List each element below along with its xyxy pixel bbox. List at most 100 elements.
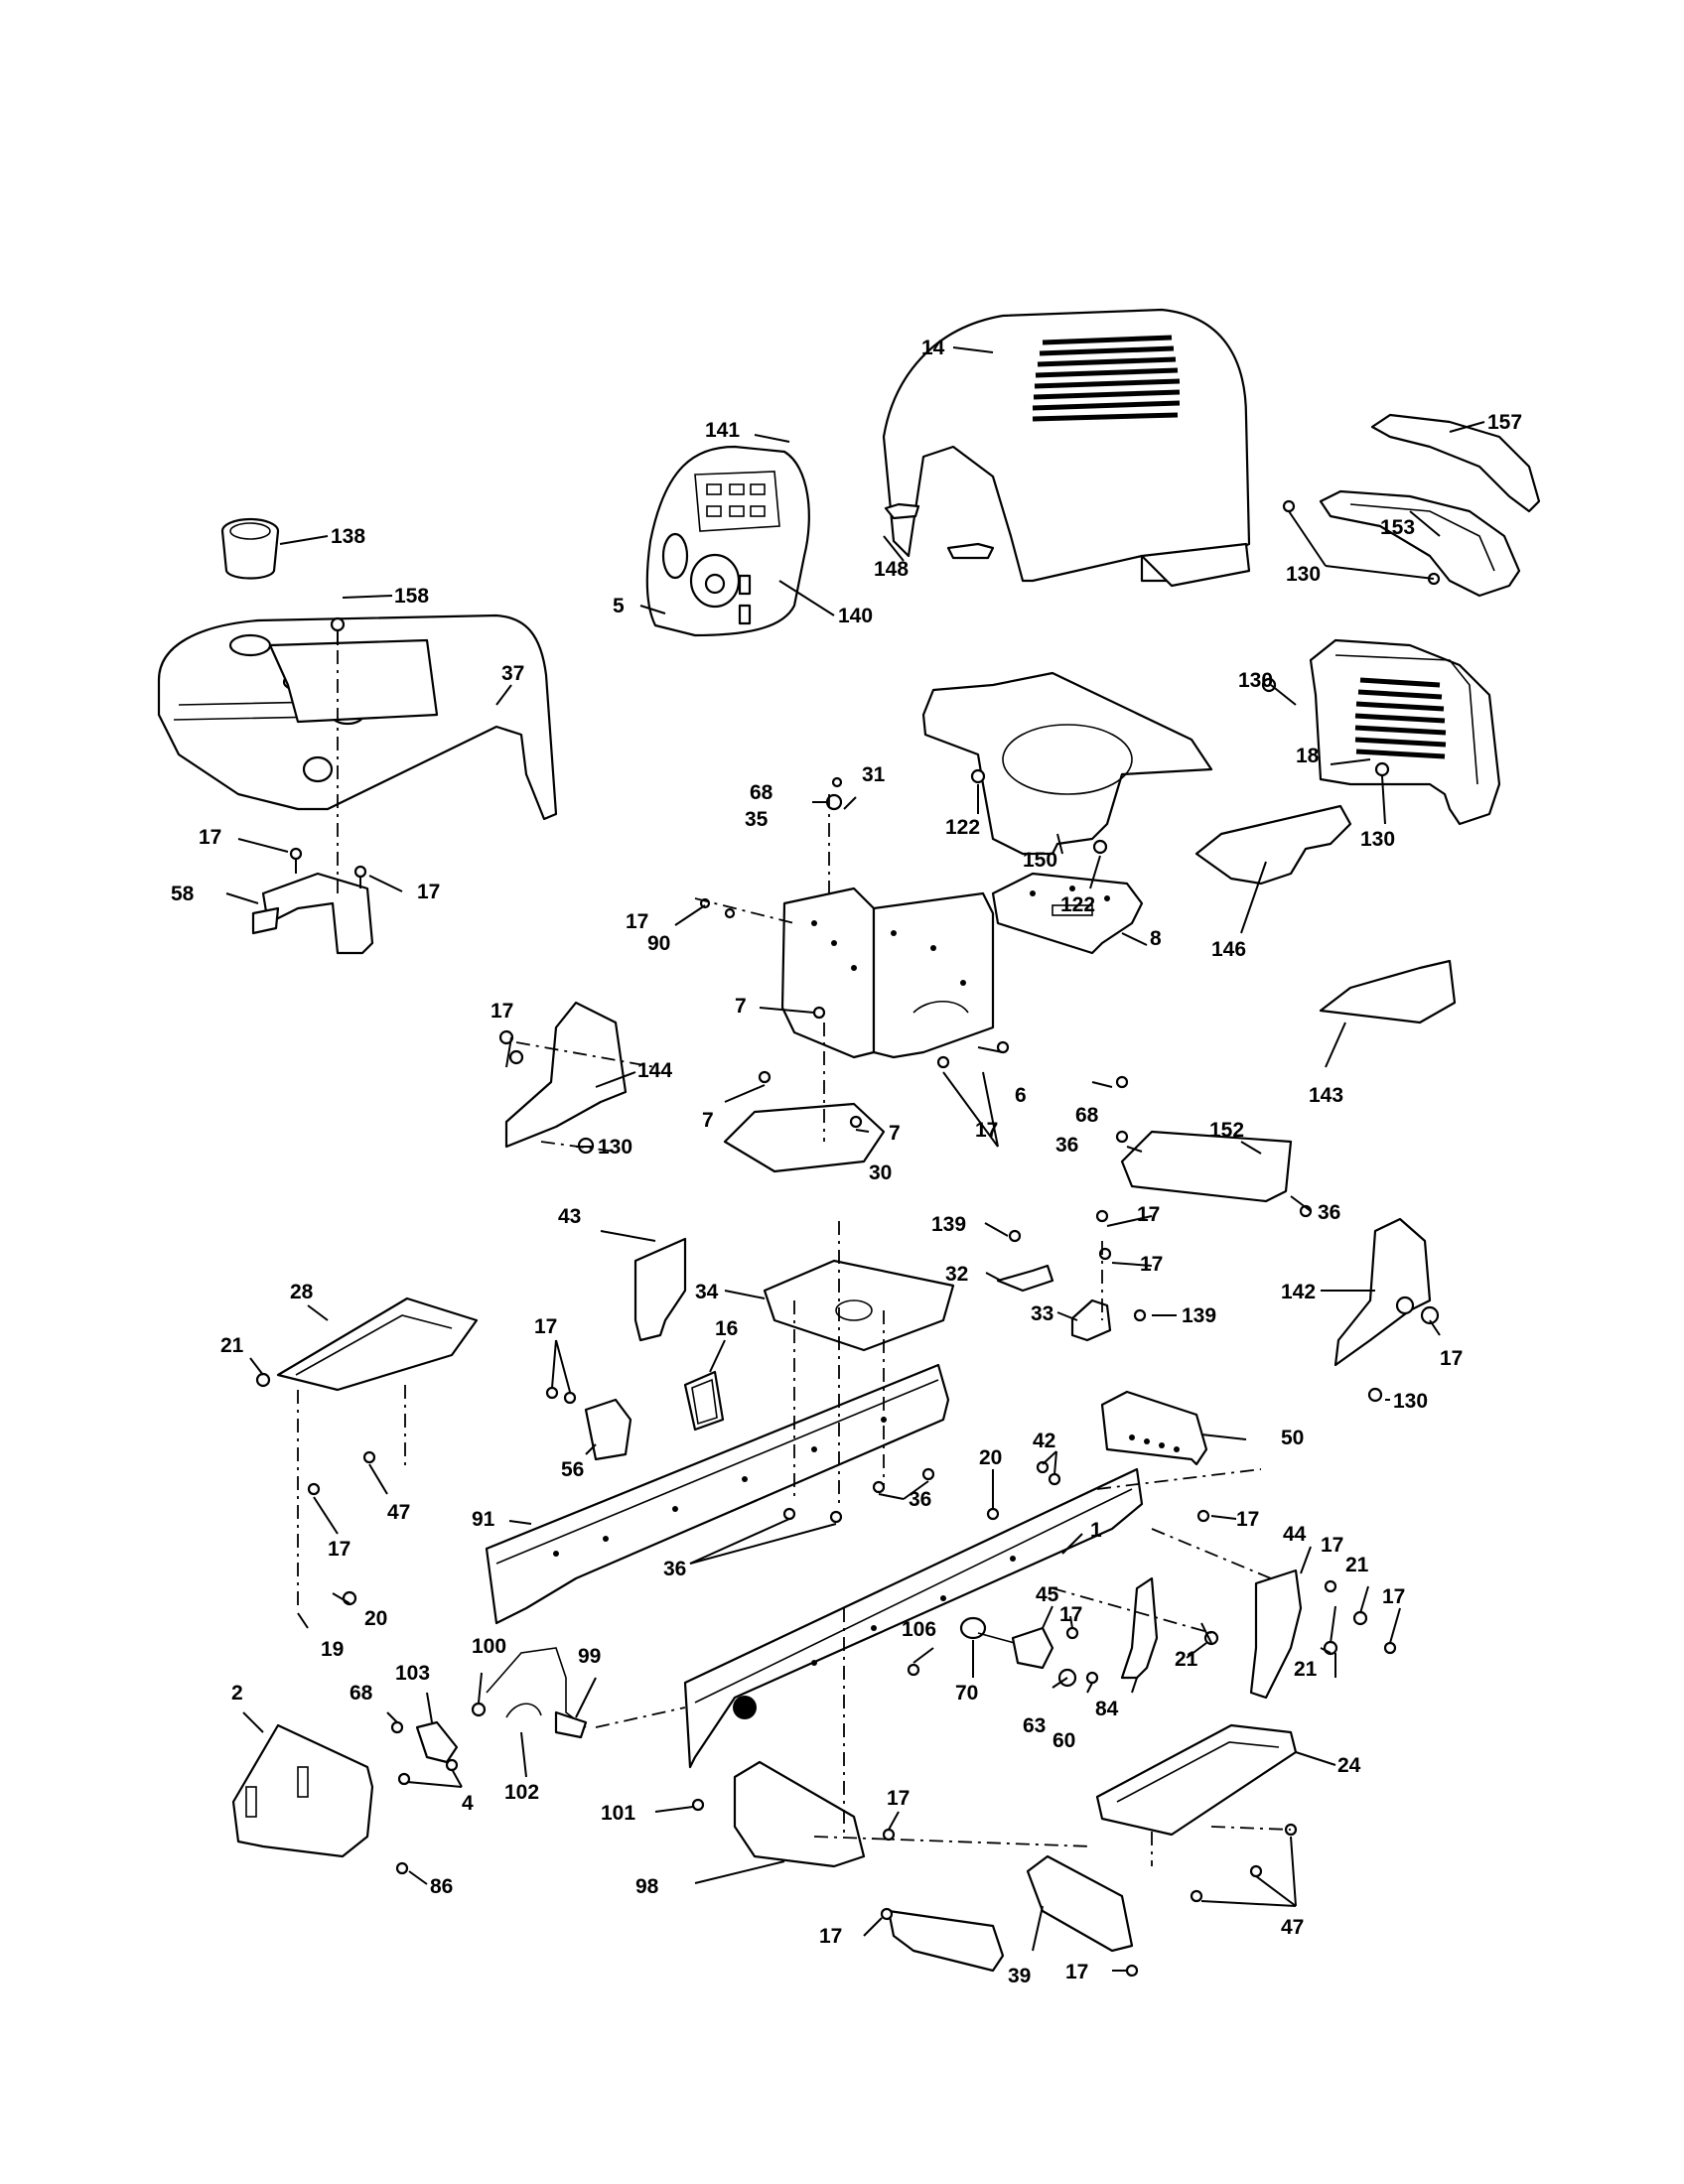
callout-45: 45 — [1036, 1583, 1059, 1606]
callout-34: 34 — [695, 1281, 719, 1303]
battery-tray-part — [991, 872, 1144, 955]
callout-100: 100 — [472, 1635, 506, 1658]
callout-102: 102 — [504, 1781, 539, 1804]
lower-guard-part — [733, 1760, 866, 1868]
callout-143: 143 — [1309, 1084, 1343, 1107]
callout-68: 68 — [750, 781, 773, 804]
callout-157: 157 — [1487, 411, 1522, 434]
pedal-rod-part — [486, 1647, 588, 1739]
callout-130: 130 — [1238, 669, 1273, 692]
callout-17: 17 — [199, 826, 221, 849]
callout-16: 16 — [715, 1317, 738, 1340]
callout-14: 14 — [921, 337, 945, 359]
callout-139: 139 — [931, 1213, 966, 1236]
callout-2: 2 — [231, 1682, 243, 1705]
callout-6: 6 — [1015, 1084, 1027, 1107]
callout-130: 130 — [1360, 828, 1395, 851]
hood-part — [882, 308, 1251, 588]
callout-21: 21 — [220, 1334, 244, 1357]
callout-33: 33 — [1031, 1302, 1053, 1325]
callout-21: 21 — [1345, 1554, 1369, 1576]
callout-17: 17 — [1137, 1203, 1160, 1226]
callout-17: 17 — [819, 1925, 842, 1948]
callout-130: 130 — [598, 1136, 632, 1159]
callout-98: 98 — [635, 1875, 659, 1898]
callout-103: 103 — [395, 1662, 430, 1685]
callout-106: 106 — [902, 1618, 936, 1641]
callout-24: 24 — [1337, 1754, 1361, 1777]
side-panel-143-part — [1319, 959, 1457, 1024]
callout-17: 17 — [1236, 1508, 1259, 1531]
callout-36: 36 — [909, 1488, 931, 1511]
callout-47: 47 — [1281, 1916, 1304, 1939]
plate-34-part — [763, 1259, 955, 1352]
gasket-part — [683, 1370, 725, 1432]
bracket-33-part — [1070, 1298, 1112, 1342]
callout-17: 17 — [626, 910, 648, 933]
bracket-44-part — [1249, 1569, 1303, 1700]
callout-17: 17 — [328, 1538, 351, 1561]
callout-21: 21 — [1294, 1658, 1318, 1681]
callout-101: 101 — [601, 1802, 635, 1825]
callout-122: 122 — [945, 816, 980, 839]
footrest-28-part — [276, 1297, 479, 1392]
callout-labels: 14 157 153 148 130 138 158 141 140 5 37 … — [171, 337, 1522, 1987]
bracket-84-part — [1120, 1576, 1159, 1680]
callout-35: 35 — [745, 808, 769, 831]
callout-68: 68 — [350, 1682, 373, 1705]
callout-44: 44 — [1283, 1523, 1307, 1546]
callout-140: 140 — [838, 605, 873, 627]
callout-148: 148 — [874, 558, 909, 581]
front-bracket-part — [231, 1723, 374, 1858]
callout-142: 142 — [1281, 1281, 1316, 1303]
dash-panel-part — [645, 445, 810, 637]
callout-42: 42 — [1033, 1430, 1055, 1452]
callout-43: 43 — [558, 1205, 581, 1228]
callout-7: 7 — [889, 1122, 901, 1145]
callout-60: 60 — [1052, 1729, 1075, 1752]
callout-30: 30 — [869, 1161, 892, 1184]
callout-58: 58 — [171, 883, 195, 905]
callout-70: 70 — [955, 1682, 978, 1705]
frame-rail-right-part — [683, 1467, 1144, 1769]
callout-31: 31 — [862, 763, 886, 786]
callout-122: 122 — [1060, 893, 1095, 916]
callout-4: 4 — [462, 1792, 474, 1815]
grille-frame-part — [1309, 638, 1501, 826]
callout-17: 17 — [1065, 1961, 1088, 1983]
grille-bars — [1354, 677, 1447, 759]
spring-102-part — [505, 1703, 542, 1718]
callout-138: 138 — [331, 525, 365, 548]
side-panel-146-part — [1194, 804, 1352, 886]
callout-19: 19 — [321, 1638, 344, 1661]
callout-20: 20 — [364, 1607, 387, 1630]
hood-vents — [1032, 335, 1181, 422]
leader-lines — [225, 346, 1485, 1972]
callout-63: 63 — [1023, 1714, 1046, 1737]
bracket-39-part — [887, 1854, 1134, 1973]
callout-32: 32 — [945, 1263, 968, 1286]
callout-17: 17 — [1440, 1347, 1463, 1370]
callout-84: 84 — [1095, 1698, 1119, 1720]
callout-146: 146 — [1211, 938, 1246, 961]
fasteners — [255, 499, 1441, 1978]
callout-90: 90 — [647, 932, 670, 955]
callout-56: 56 — [561, 1458, 584, 1481]
callout-20: 20 — [979, 1446, 1002, 1469]
callout-5: 5 — [613, 595, 625, 617]
bracket-103-part — [415, 1720, 459, 1764]
callout-144: 144 — [637, 1059, 672, 1082]
bracket-56-part — [584, 1398, 632, 1461]
callout-1: 1 — [1090, 1519, 1102, 1542]
callout-158: 158 — [394, 585, 429, 608]
callout-17: 17 — [1140, 1253, 1163, 1276]
callout-17: 17 — [491, 1000, 513, 1023]
callout-18: 18 — [1296, 745, 1320, 767]
assembly-lines — [297, 650, 1292, 1866]
callout-141: 141 — [705, 419, 740, 442]
callout-139: 139 — [1182, 1304, 1216, 1327]
callout-47: 47 — [387, 1501, 410, 1524]
grille-top-part — [1370, 413, 1541, 513]
callout-37: 37 — [501, 662, 524, 685]
